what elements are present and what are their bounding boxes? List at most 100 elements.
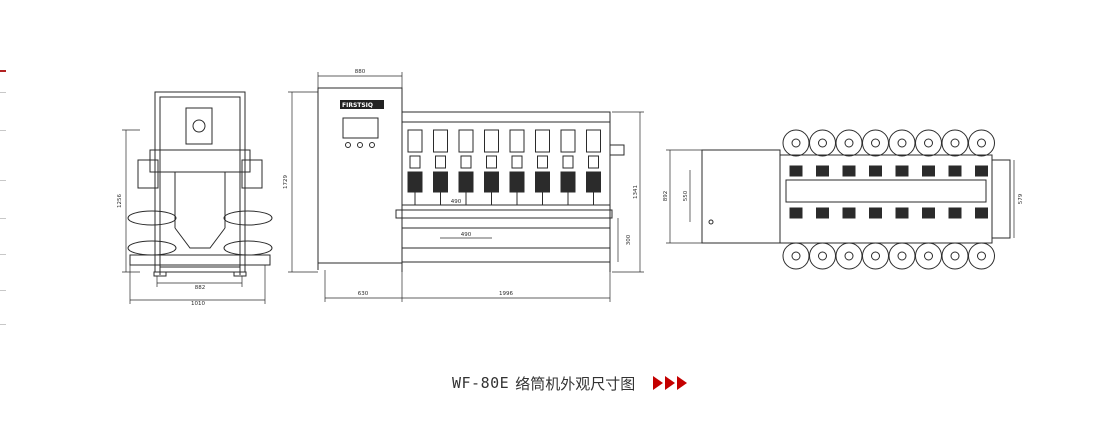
tension-unit bbox=[895, 207, 909, 219]
model-number: WF-80E bbox=[452, 374, 510, 392]
bobbin-bottom bbox=[782, 242, 810, 270]
bobbin-top bbox=[968, 129, 995, 157]
cone-holder bbox=[458, 171, 474, 193]
play-arrow-icon bbox=[653, 376, 664, 390]
bobbin-hub bbox=[791, 138, 801, 148]
tension-unit bbox=[789, 207, 803, 219]
side-length-dim: 1996 bbox=[499, 291, 513, 297]
tension-unit bbox=[435, 155, 446, 169]
tension-unit bbox=[537, 155, 548, 169]
side-upper-tray-dim: 490 bbox=[451, 199, 462, 205]
bobbin-hub bbox=[818, 251, 827, 261]
side-top-width-dim: 880 bbox=[355, 69, 366, 75]
side-lower-tray-dim: 490 bbox=[461, 232, 472, 238]
bobbin-top bbox=[915, 129, 942, 157]
side-left-height-dim: 1729 bbox=[283, 175, 289, 189]
bobbin-hub bbox=[977, 251, 986, 261]
winding-units bbox=[407, 129, 601, 205]
tension-unit bbox=[842, 207, 856, 219]
rail-divider bbox=[0, 130, 6, 131]
tension-unit bbox=[948, 207, 962, 219]
bobbin-bottom bbox=[941, 242, 969, 270]
bobbin-hub bbox=[924, 138, 933, 148]
bobbin-hub bbox=[924, 251, 933, 261]
bobbin-hub bbox=[791, 251, 801, 261]
caption-title: 络筒机外观尺寸图 bbox=[515, 374, 636, 393]
winding-head bbox=[407, 129, 423, 153]
front-height-dim: 1256 bbox=[117, 194, 123, 208]
tension-unit bbox=[842, 165, 856, 177]
bobbin-top bbox=[809, 129, 836, 157]
brand-label: FIRSTSIQ bbox=[342, 102, 373, 109]
tension-unit bbox=[975, 207, 988, 219]
tension-unit bbox=[869, 165, 882, 177]
bobbin-bottom bbox=[888, 242, 916, 270]
cone-holder bbox=[433, 171, 448, 193]
top-left-outer-dim: 892 bbox=[663, 191, 669, 202]
bobbin-bottom bbox=[862, 242, 889, 270]
bobbin-top bbox=[941, 129, 969, 157]
tension-unit bbox=[895, 165, 909, 177]
bobbin-hub bbox=[844, 251, 854, 261]
rail-divider bbox=[0, 324, 6, 325]
side-right-height-dim: 1341 bbox=[633, 185, 639, 199]
side-base-width-dim: 630 bbox=[358, 291, 369, 297]
bobbin-bottom bbox=[968, 242, 995, 270]
bobbin-hub bbox=[871, 138, 880, 148]
tension-unit bbox=[816, 165, 829, 177]
bobbin-top bbox=[888, 129, 916, 157]
bobbin-hub bbox=[977, 138, 986, 148]
cone-holder bbox=[560, 171, 576, 193]
bobbin-hub bbox=[818, 138, 827, 148]
rail-divider bbox=[0, 92, 6, 93]
top-right-dim: 579 bbox=[1018, 193, 1024, 204]
tension-unit bbox=[948, 165, 962, 177]
winding-head bbox=[509, 129, 525, 153]
figure-caption: WF-80E 络筒机外观尺寸图 bbox=[452, 372, 688, 394]
left-edge-rail bbox=[0, 0, 6, 425]
bobbin-array bbox=[782, 129, 995, 270]
cone-holder bbox=[586, 171, 601, 193]
brand-plate bbox=[340, 100, 384, 109]
tension-unit bbox=[588, 155, 599, 169]
front-inner-width-dim: 882 bbox=[195, 285, 206, 291]
bobbin-hub bbox=[897, 251, 907, 261]
cone-holder bbox=[484, 171, 499, 193]
side-view bbox=[288, 72, 644, 302]
bobbin-bottom bbox=[809, 242, 836, 270]
winding-head bbox=[433, 129, 448, 153]
bobbin-hub bbox=[871, 251, 880, 261]
rail-accent-mark bbox=[0, 70, 6, 72]
winding-head bbox=[535, 129, 550, 153]
caption-arrows bbox=[653, 376, 688, 390]
bobbin-top bbox=[782, 129, 810, 157]
tension-unit bbox=[562, 155, 574, 169]
tension-unit bbox=[486, 155, 497, 169]
tension-unit bbox=[511, 155, 523, 169]
bobbin-hub bbox=[950, 138, 960, 148]
tension-unit bbox=[922, 207, 935, 219]
bobbin-hub bbox=[844, 138, 854, 148]
play-arrow-icon bbox=[677, 376, 688, 390]
tension-unit bbox=[409, 155, 421, 169]
top-left-inner-dim: 550 bbox=[683, 190, 689, 201]
bobbin-top bbox=[835, 129, 863, 157]
front-view bbox=[122, 91, 273, 304]
top-view bbox=[666, 149, 1015, 244]
tension-unit bbox=[922, 165, 935, 177]
rail-divider bbox=[0, 218, 6, 219]
rail-divider bbox=[0, 254, 6, 255]
rail-divider bbox=[0, 290, 6, 291]
tension-unit bbox=[789, 165, 803, 177]
cone-holder bbox=[535, 171, 550, 193]
rail-divider bbox=[0, 180, 6, 181]
tension-unit bbox=[869, 207, 882, 219]
play-arrow-icon bbox=[665, 376, 676, 390]
bobbin-bottom bbox=[835, 242, 863, 270]
tension-unit bbox=[816, 207, 829, 219]
tension-unit bbox=[975, 165, 988, 177]
bobbin-top bbox=[862, 129, 889, 157]
cone-holder bbox=[509, 171, 525, 193]
